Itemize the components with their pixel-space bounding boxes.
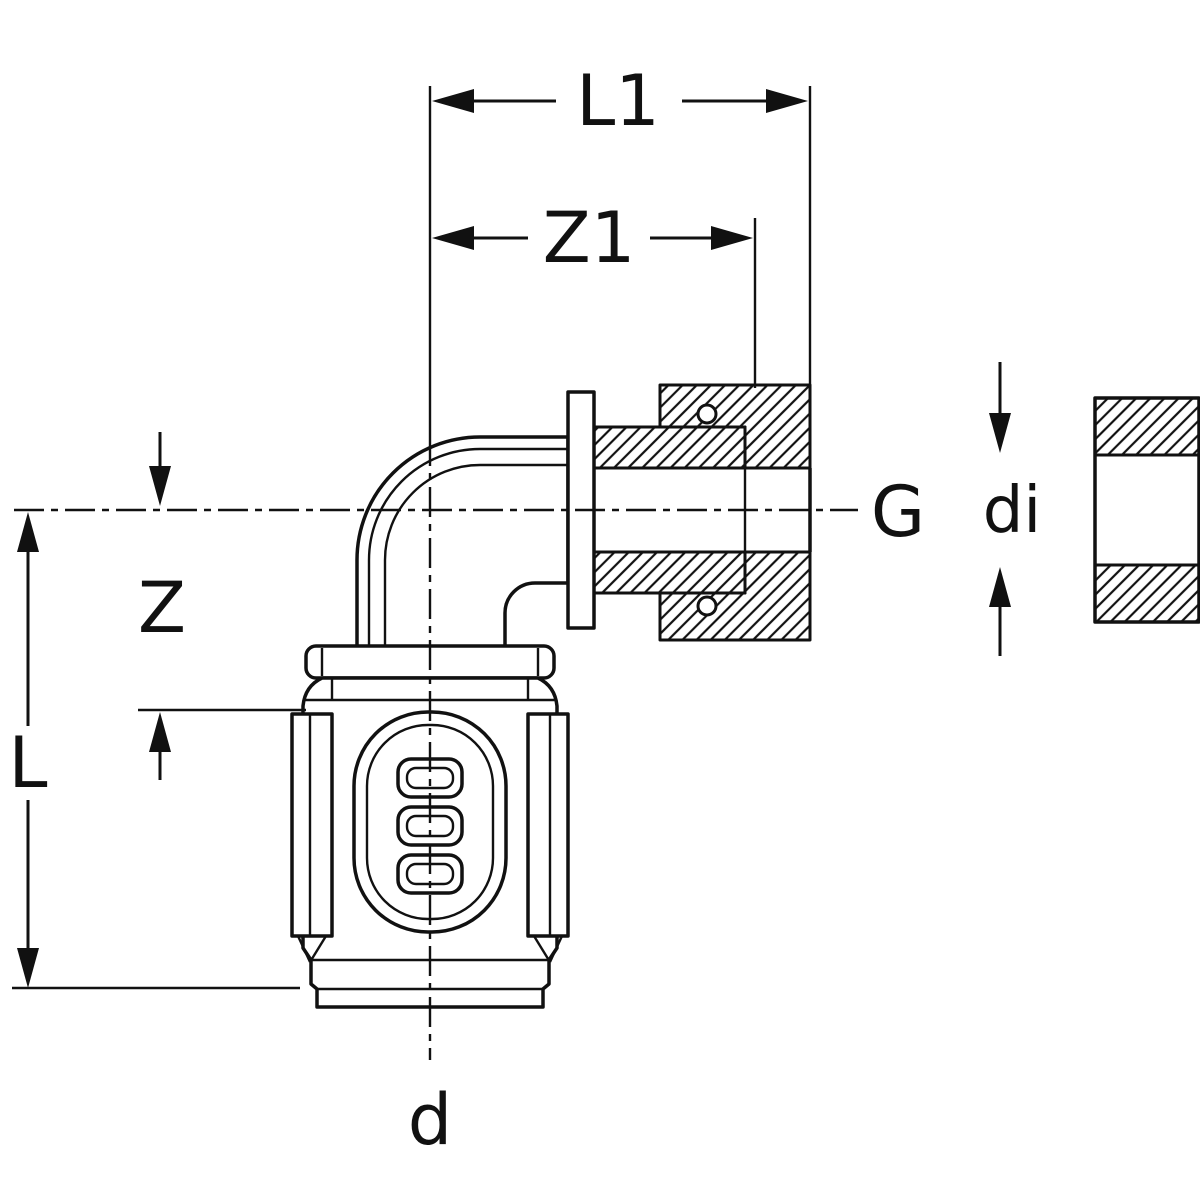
label-l1: L1 xyxy=(576,60,660,142)
label-di: di xyxy=(983,474,1041,548)
o-ring-upper xyxy=(696,403,718,425)
spigot-wall-upper xyxy=(592,425,747,470)
label-z: Z xyxy=(138,567,186,649)
o-ring-lower xyxy=(696,595,718,617)
label-l: L xyxy=(9,722,48,804)
union-nut xyxy=(658,383,812,642)
dim-l1 xyxy=(432,86,812,388)
label-d: d xyxy=(408,1079,452,1161)
label-z1: Z1 xyxy=(543,197,636,279)
label-g: G xyxy=(871,471,925,553)
elbow-body xyxy=(355,435,570,650)
dim-z xyxy=(138,432,306,780)
dim-di xyxy=(989,362,1011,656)
dim-l xyxy=(12,512,300,990)
spigot-wall-lower xyxy=(592,550,747,595)
thread-bore-detail xyxy=(1093,396,1200,624)
press-sleeve xyxy=(290,676,570,1009)
side-clip-right xyxy=(526,712,570,938)
side-clip-left xyxy=(290,712,334,938)
dim-z1 xyxy=(432,218,757,388)
